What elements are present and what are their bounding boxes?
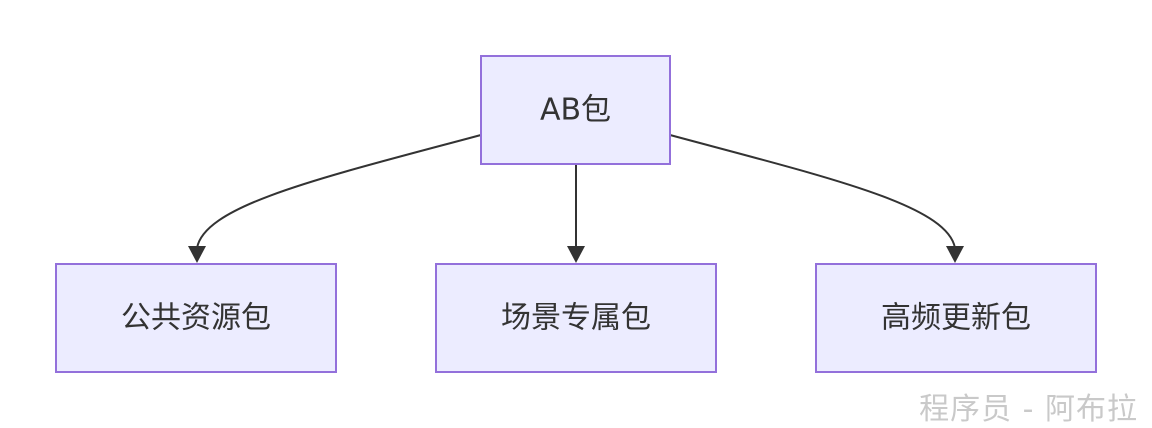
node-public-resources-package: 公共资源包 — [55, 263, 337, 373]
arrowhead-hot — [946, 246, 964, 263]
watermark-text: 程序员 - 阿布拉 — [919, 392, 1138, 427]
node-box — [480, 55, 671, 165]
arrowhead-public — [188, 246, 206, 263]
node-box — [435, 263, 717, 373]
edge-root-to-hot — [669, 134, 956, 249]
node-ab-package: AB包 — [480, 55, 671, 165]
node-label: 公共资源包 — [121, 301, 271, 336]
edges — [188, 134, 964, 263]
node-box — [815, 263, 1097, 373]
node-high-frequency-update-package: 高频更新包 — [815, 263, 1097, 373]
node-scene-exclusive-package: 场景专属包 — [435, 263, 717, 373]
node-label: 高频更新包 — [881, 301, 1031, 336]
node-label: AB包 — [540, 93, 611, 128]
node-box — [55, 263, 337, 373]
edge-root-to-public — [196, 134, 482, 249]
node-label: 场景专属包 — [501, 301, 651, 336]
arrowhead-scene — [567, 246, 585, 263]
